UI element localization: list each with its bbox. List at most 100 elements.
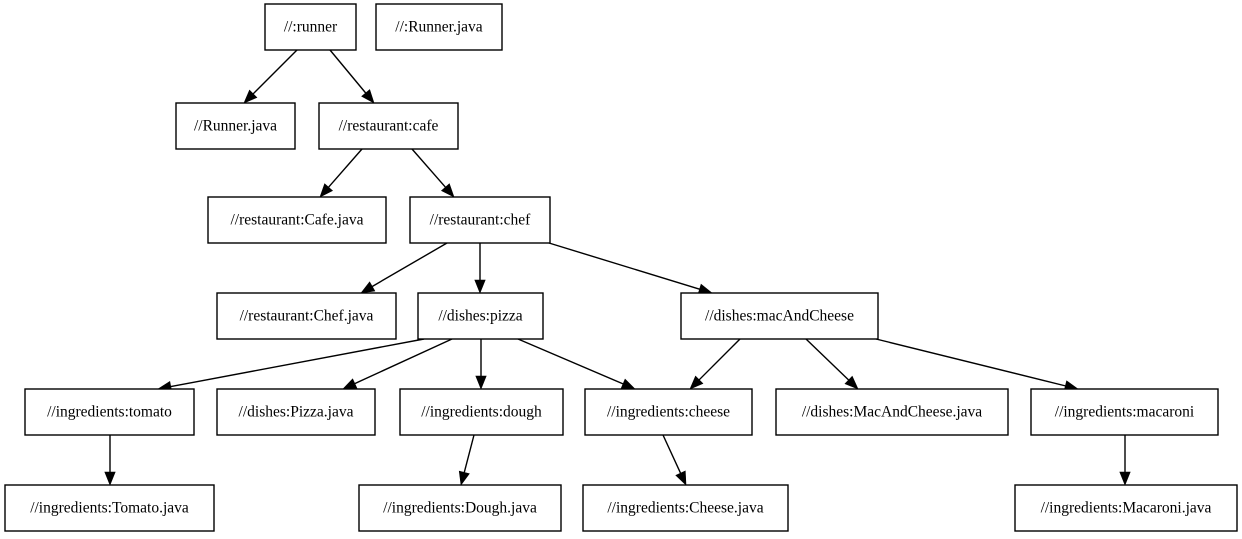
graph-edge bbox=[243, 49, 298, 104]
graph-edge bbox=[1119, 435, 1131, 486]
edge-line bbox=[875, 338, 1066, 387]
node-box[interactable] bbox=[216, 292, 397, 340]
graph-edge bbox=[319, 148, 363, 198]
node-box[interactable] bbox=[1014, 484, 1238, 532]
node-label: //dishes:MacAndCheese.java bbox=[802, 404, 982, 421]
node-label: //Runner.java bbox=[194, 118, 277, 135]
graph-node-runner-java-root[interactable]: //:Runner.java bbox=[375, 3, 503, 51]
edge-arrowhead-icon bbox=[675, 470, 687, 486]
node-box[interactable] bbox=[358, 484, 562, 532]
graph-edge bbox=[517, 338, 636, 390]
node-box[interactable] bbox=[207, 196, 387, 244]
edge-line bbox=[548, 242, 700, 290]
edge-arrowhead-icon bbox=[475, 375, 487, 390]
node-label: //dishes:pizza bbox=[438, 308, 522, 325]
graph-node-ing-macaroni[interactable]: //ingredients:macaroni bbox=[1030, 388, 1219, 436]
node-box[interactable] bbox=[216, 388, 376, 436]
edge-line bbox=[354, 338, 453, 385]
node-box[interactable] bbox=[24, 388, 195, 436]
graph-node-runner-target[interactable]: //:runner bbox=[264, 3, 357, 51]
graph-node-restaurant-chef-java[interactable]: //restaurant:Chef.java bbox=[216, 292, 397, 340]
graph-edge bbox=[342, 338, 453, 390]
node-label: //ingredients:Tomato.java bbox=[30, 500, 189, 517]
edge-arrowhead-icon bbox=[440, 183, 455, 198]
graph-node-ing-cheese[interactable]: //ingredients:cheese bbox=[584, 388, 753, 436]
node-label: //restaurant:Cafe.java bbox=[231, 212, 364, 229]
edges-layer bbox=[104, 49, 1131, 486]
edge-arrowhead-icon bbox=[243, 89, 258, 104]
graph-node-restaurant-cafe[interactable]: //restaurant:cafe bbox=[318, 102, 459, 150]
graph-node-ing-macaroni-java[interactable]: //ingredients:Macaroni.java bbox=[1014, 484, 1238, 532]
graph-edge bbox=[475, 339, 487, 390]
graph-edge bbox=[411, 148, 455, 198]
node-box[interactable] bbox=[409, 196, 551, 244]
node-box[interactable] bbox=[318, 102, 459, 150]
node-label: //ingredients:Macaroni.java bbox=[1041, 500, 1212, 517]
node-label: //:Runner.java bbox=[395, 19, 483, 36]
edge-line bbox=[170, 338, 425, 388]
nodes-layer: //:runner //:Runner.java //Runner.java //re… bbox=[4, 3, 1238, 532]
node-box[interactable] bbox=[399, 388, 564, 436]
node-label: //ingredients:macaroni bbox=[1055, 404, 1195, 421]
node-box[interactable] bbox=[582, 484, 789, 532]
graph-edge bbox=[662, 434, 687, 486]
edge-line bbox=[517, 338, 624, 385]
edge-arrowhead-icon bbox=[620, 378, 636, 390]
node-label: //ingredients:Cheese.java bbox=[607, 500, 763, 517]
graph-node-ing-tomato-java[interactable]: //ingredients:Tomato.java bbox=[4, 484, 215, 532]
edge-arrowhead-icon bbox=[361, 89, 375, 104]
node-box[interactable] bbox=[680, 292, 879, 340]
graph-node-runner-java[interactable]: //Runner.java bbox=[175, 102, 296, 150]
edge-arrowhead-icon bbox=[844, 375, 859, 390]
graph-node-dishes-macandcheese-java[interactable]: //dishes:MacAndCheese.java bbox=[775, 388, 1009, 436]
node-label: //:runner bbox=[284, 19, 338, 36]
graph-node-ing-cheese-java[interactable]: //ingredients:Cheese.java bbox=[582, 484, 789, 532]
graph-edge bbox=[458, 434, 475, 486]
edge-line bbox=[252, 49, 298, 95]
graph-node-ing-tomato[interactable]: //ingredients:tomato bbox=[24, 388, 195, 436]
node-label: //restaurant:Chef.java bbox=[240, 308, 374, 325]
node-label: //ingredients:tomato bbox=[47, 404, 172, 421]
graph-edge bbox=[875, 338, 1079, 392]
node-box[interactable] bbox=[417, 292, 544, 340]
edge-line bbox=[328, 148, 363, 188]
graph-node-dishes-pizza-java[interactable]: //dishes:Pizza.java bbox=[216, 388, 376, 436]
edge-arrowhead-icon bbox=[1119, 471, 1131, 486]
edge-arrowhead-icon bbox=[319, 183, 334, 198]
node-label: //dishes:Pizza.java bbox=[239, 404, 354, 421]
node-box[interactable] bbox=[4, 484, 215, 532]
node-label: //restaurant:cafe bbox=[339, 118, 439, 135]
node-box[interactable] bbox=[775, 388, 1009, 436]
edge-arrowhead-icon bbox=[360, 281, 376, 294]
edge-arrowhead-icon bbox=[104, 471, 116, 486]
node-box[interactable] bbox=[375, 3, 503, 51]
graph-node-ing-dough-java[interactable]: //ingredients:Dough.java bbox=[358, 484, 562, 532]
edge-line bbox=[698, 338, 741, 381]
edge-line bbox=[463, 434, 475, 473]
node-label: //ingredients:dough bbox=[421, 404, 542, 421]
graph-node-dishes-pizza[interactable]: //dishes:pizza bbox=[417, 292, 544, 340]
node-label: //restaurant:chef bbox=[430, 212, 532, 229]
graph-node-dishes-macandcheese[interactable]: //dishes:macAndCheese bbox=[680, 292, 879, 340]
edge-arrowhead-icon bbox=[474, 279, 486, 294]
node-box[interactable] bbox=[175, 102, 296, 150]
graph-edge bbox=[689, 338, 741, 390]
edge-line bbox=[662, 434, 682, 474]
edge-arrowhead-icon bbox=[458, 470, 470, 486]
graph-edge bbox=[329, 49, 375, 104]
edge-arrowhead-icon bbox=[342, 378, 358, 390]
node-box[interactable] bbox=[1030, 388, 1219, 436]
graph-edge bbox=[157, 338, 425, 393]
graph-edge bbox=[805, 338, 859, 390]
edge-line bbox=[411, 148, 446, 188]
graph-node-restaurant-cafe-java[interactable]: //restaurant:Cafe.java bbox=[207, 196, 387, 244]
node-label: //ingredients:cheese bbox=[607, 404, 730, 421]
graph-node-restaurant-chef[interactable]: //restaurant:chef bbox=[409, 196, 551, 244]
graph-edge bbox=[548, 242, 713, 295]
node-box[interactable] bbox=[264, 3, 357, 51]
edge-arrowhead-icon bbox=[689, 375, 704, 390]
graph-node-ing-dough[interactable]: //ingredients:dough bbox=[399, 388, 564, 436]
node-box[interactable] bbox=[584, 388, 753, 436]
graph-edge bbox=[360, 242, 448, 294]
